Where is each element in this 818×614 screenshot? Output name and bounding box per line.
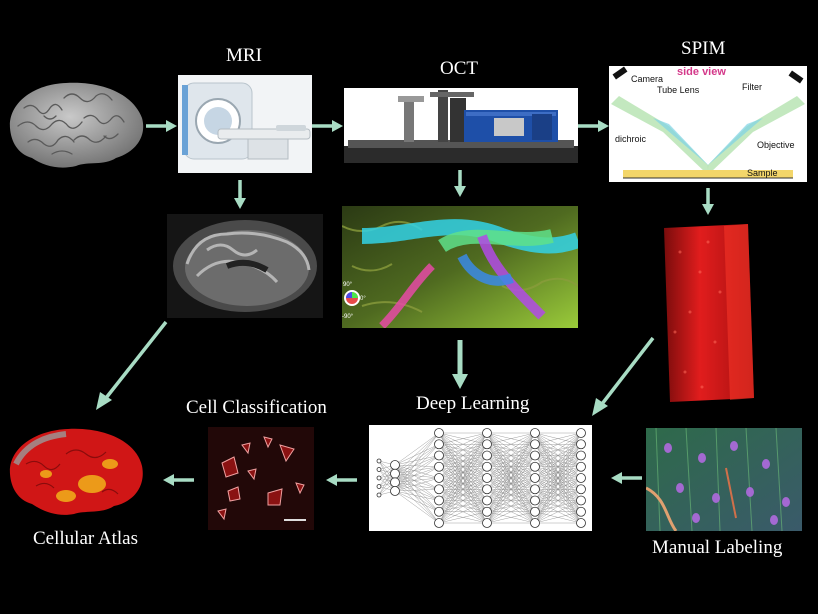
- arrow-cell-classification-to-atlas: [163, 474, 194, 486]
- network-node: [434, 506, 444, 517]
- network-node: [576, 461, 586, 472]
- spim-diagram-image: side view Camera Tube Lens Filter dichro…: [609, 66, 807, 182]
- network-node: [482, 473, 492, 483]
- network-node: [530, 461, 540, 472]
- arrow-oct-down: [454, 170, 466, 197]
- spim-label: SPIM: [681, 38, 726, 59]
- arrow-spim-volume-to-deep-learning: [592, 336, 655, 416]
- network-node: [482, 484, 492, 495]
- network-node: [576, 428, 586, 438]
- arrow-oct-to-spim: [578, 120, 609, 132]
- network-node: [530, 473, 540, 483]
- deep-learning-label: Deep Learning: [416, 393, 530, 414]
- network-node: [390, 460, 400, 470]
- arrow-brain-to-mri: [146, 120, 177, 132]
- brain-surface-image: [4, 78, 147, 170]
- spim-side-view-text: side view: [677, 66, 726, 78]
- spim-volume-image: [660, 222, 756, 404]
- network-node: [482, 461, 492, 472]
- spim-tube-lens-text: Tube Lens: [657, 85, 700, 95]
- mri-label: MRI: [226, 45, 262, 66]
- cell-classification-label: Cell Classification: [186, 397, 327, 418]
- network-node: [530, 495, 540, 506]
- oct-label: OCT: [440, 58, 478, 79]
- network-node: [576, 518, 586, 528]
- network-node: [390, 486, 400, 496]
- arrow-mri-to-oct: [312, 120, 343, 132]
- spim-objective-text: Objective: [757, 140, 795, 150]
- network-node: [434, 450, 444, 461]
- oct-device-image: [344, 88, 578, 163]
- mri-scanner-image: [178, 75, 312, 173]
- network-node: [434, 495, 444, 506]
- network-node: [530, 518, 540, 528]
- arrow-deep-learning-to-cell-classification: [326, 474, 357, 486]
- network-node: [390, 468, 400, 479]
- network-node: [576, 495, 586, 506]
- network-node: [376, 467, 382, 472]
- network-node: [482, 495, 492, 506]
- network-node: [482, 506, 492, 517]
- network-node: [482, 518, 492, 528]
- neural-network-image: [369, 425, 592, 531]
- manual-labeling-label: Manual Labeling: [652, 537, 783, 558]
- network-node: [434, 428, 444, 438]
- network-node: [576, 473, 586, 483]
- network-node: [390, 477, 400, 488]
- network-node: [434, 439, 444, 450]
- network-node: [434, 473, 444, 483]
- network-node: [376, 458, 382, 464]
- network-node: [376, 484, 382, 489]
- network-node: [482, 450, 492, 461]
- network-node: [530, 484, 540, 495]
- manual-labeling-image: [646, 428, 802, 531]
- arrow-spim-down: [702, 188, 714, 215]
- mri-slice-image: [167, 214, 323, 318]
- arrow-oct-to-deep-learning: [452, 340, 468, 389]
- colorwheel-right-text: 0°: [360, 296, 366, 302]
- network-node: [376, 492, 382, 498]
- network-node: [576, 506, 586, 517]
- network-node: [576, 450, 586, 461]
- network-node: [576, 484, 586, 495]
- spim-camera-text: Camera: [631, 74, 663, 84]
- network-node: [530, 450, 540, 461]
- oct-orientation-map-image: 90° 0° -90°: [342, 206, 578, 328]
- network-node: [482, 439, 492, 450]
- network-node: [530, 506, 540, 517]
- network-node: [576, 439, 586, 450]
- network-node: [530, 439, 540, 450]
- network-node: [434, 461, 444, 472]
- cellular-atlas-label: Cellular Atlas: [33, 528, 139, 549]
- spim-dichroic-text: dichroic: [615, 134, 647, 144]
- cell-classification-image: [208, 427, 314, 530]
- colorwheel-top-text: 90°: [343, 282, 353, 288]
- arrow-mri-slice-to-atlas: [96, 320, 168, 410]
- network-node: [434, 484, 444, 495]
- network-node: [530, 428, 540, 438]
- arrow-manual-labeling-to-deep-learning: [611, 472, 642, 484]
- network-node: [482, 428, 492, 438]
- colorwheel-bottom-text: -90°: [342, 314, 354, 320]
- cellular-atlas-brain-image: [6, 424, 146, 517]
- spim-sample-text: Sample: [747, 168, 778, 178]
- network-node: [376, 475, 382, 481]
- network-node: [434, 518, 444, 528]
- arrow-mri-down: [234, 180, 246, 209]
- spim-filter-text: Filter: [742, 82, 762, 92]
